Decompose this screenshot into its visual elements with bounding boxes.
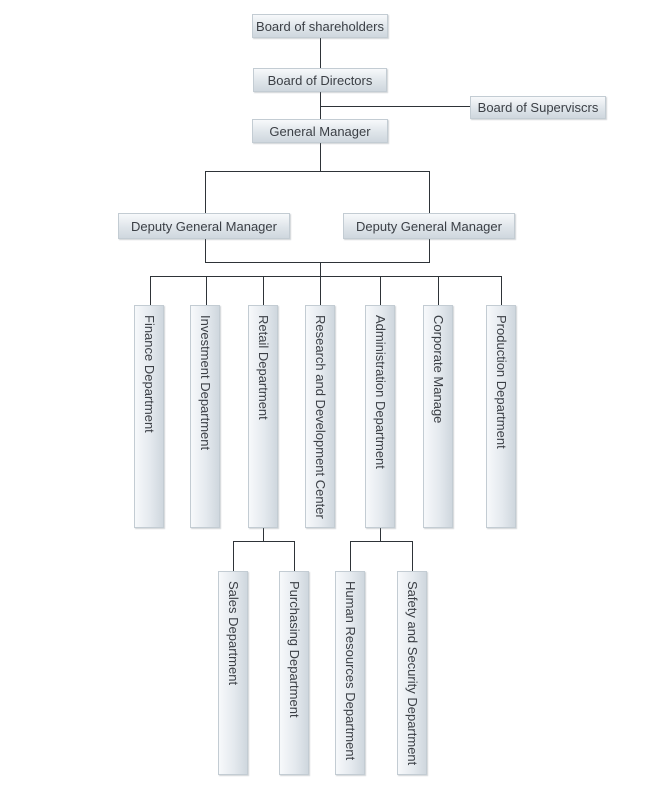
shareholders-box: Board of shareholders	[252, 14, 388, 38]
department-label: Corporate Manage	[431, 315, 446, 424]
sub-department-box-sales: Sales Department	[218, 571, 248, 775]
department-label: Administration Department	[373, 315, 388, 469]
department-label: Finance Department	[142, 315, 157, 433]
department-box-production: Production Department	[486, 305, 516, 528]
department-box-administration: Administration Department	[365, 305, 395, 528]
sub-department-label: Sales Department	[226, 581, 241, 686]
sub-department-label: Human Resources Department	[343, 581, 358, 761]
department-label: Production Department	[494, 315, 509, 449]
department-box-corporate: Corporate Manage	[423, 305, 453, 528]
department-label: Research and Development Center	[313, 315, 328, 519]
sub-department-box-hr: Human Resources Department	[335, 571, 365, 775]
directors-box: Board of Directors	[253, 68, 387, 92]
department-box-investment: Investment Department	[190, 305, 220, 528]
supervisors-box: Board of Superviscrs	[470, 96, 606, 119]
directors-label: Board of Directors	[267, 72, 373, 88]
general-manager-box: General Manager	[252, 119, 388, 143]
general-manager-label: General Manager	[269, 123, 371, 139]
department-label: Retail Department	[256, 315, 271, 420]
deputy-gm-label: Deputy General Manager	[356, 218, 502, 234]
department-box-retail: Retail Department	[248, 305, 278, 528]
department-box-research: Research and Development Center	[305, 305, 335, 528]
sub-department-label: Purchasing Department	[287, 581, 302, 718]
shareholders-label: Board of shareholders	[256, 18, 384, 34]
deputy-gm-box: Deputy General Manager	[343, 213, 515, 239]
supervisors-label: Board of Superviscrs	[477, 100, 599, 115]
sub-department-label: Safety and Security Department	[405, 581, 420, 766]
department-label: Investment Department	[198, 315, 213, 451]
sub-department-box-purchasing: Purchasing Department	[279, 571, 309, 775]
sub-department-box-safety: Safety and Security Department	[397, 571, 427, 775]
deputy-gm-label: Deputy General Manager	[131, 218, 277, 234]
deputy-gm-box: Deputy General Manager	[118, 213, 290, 239]
department-box-finance: Finance Department	[134, 305, 164, 528]
